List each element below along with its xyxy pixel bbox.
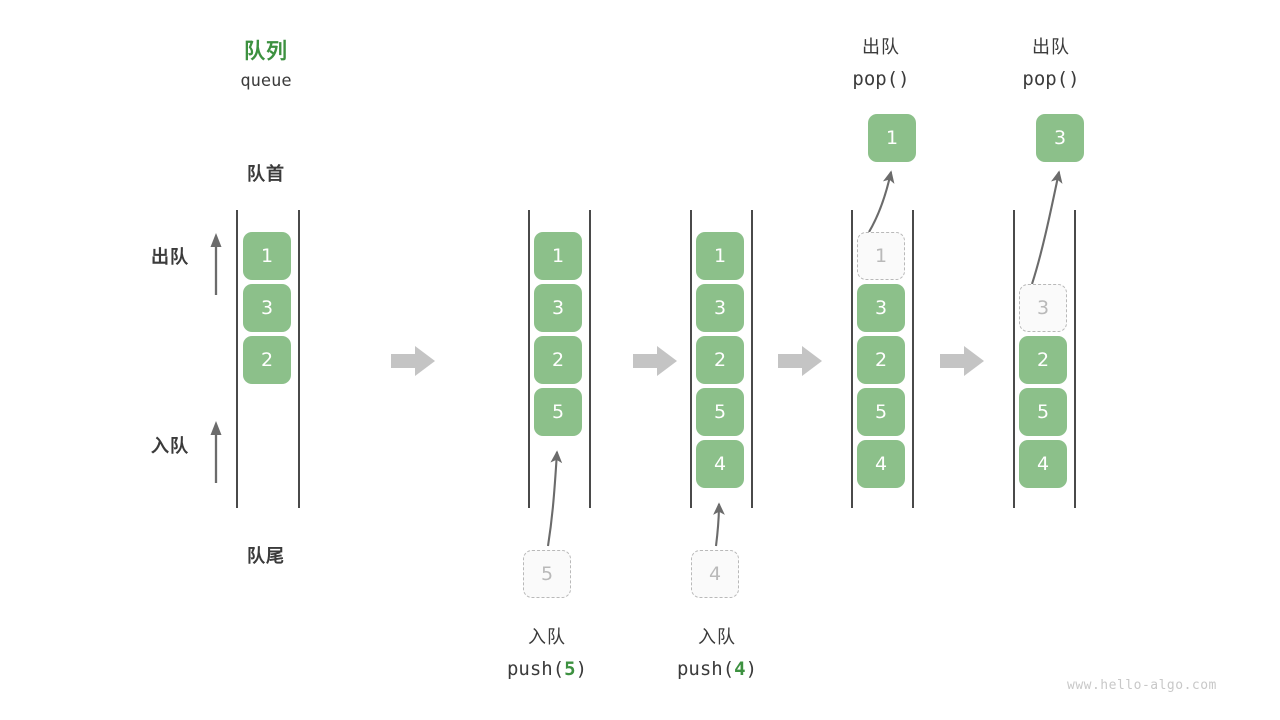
queue-slot: 4 — [1019, 440, 1067, 488]
queue-slot: 2 — [534, 336, 582, 384]
queue-slot: 4 — [857, 440, 905, 488]
push-5-code-text: push( — [506, 658, 565, 680]
push-5-arrow — [546, 450, 563, 547]
enqueue-direction-arrow — [210, 421, 222, 483]
queue-slot: 3 — [857, 284, 905, 332]
push-4-label-code: push(4) — [652, 658, 782, 680]
queue-rail-right — [298, 210, 300, 508]
watermark: www.hello-algo.com — [1067, 678, 1217, 693]
incoming-element-box: 4 — [691, 550, 739, 598]
queue-slot: 4 — [696, 440, 744, 488]
queue-slot: 2 — [696, 336, 744, 384]
queue-rail-left — [236, 210, 238, 508]
queue-rail-left — [690, 210, 692, 508]
queue-slot: 2 — [1019, 336, 1067, 384]
push-4-code-text: push( — [676, 658, 735, 680]
dequeue-label: 出队 — [151, 247, 189, 267]
queue-slot: 2 — [857, 336, 905, 384]
queue-title-cn: 队列 — [244, 40, 288, 63]
queue-slot: 5 — [534, 388, 582, 436]
queue-slot: 3 — [243, 284, 291, 332]
queue-rail-right — [751, 210, 753, 508]
queue-slot: 5 — [857, 388, 905, 436]
flow-arrow-icon — [633, 346, 677, 376]
queue-rail-right — [589, 210, 591, 508]
pop-1-label-code: pop() — [852, 68, 910, 90]
flow-arrow-icon — [778, 346, 822, 376]
queue-head-label: 队首 — [247, 164, 285, 184]
pop-1-label-cn: 出队 — [862, 37, 900, 57]
queue-slot: 1 — [534, 232, 582, 280]
push-4-code-close: ) — [745, 658, 758, 680]
dequeue-direction-arrow — [210, 233, 222, 295]
push-5-code-close: ) — [575, 658, 588, 680]
flow-arrow-icon — [940, 346, 984, 376]
pop-3-arrow — [1031, 170, 1063, 285]
flow-arrow-icon — [391, 346, 435, 376]
queue-tail-label: 队尾 — [247, 546, 285, 566]
queue-slot: 1 — [696, 232, 744, 280]
queue-slot: 5 — [696, 388, 744, 436]
push-5-label-cn: 入队 — [528, 627, 566, 647]
push-4-arrow — [713, 502, 725, 547]
queue-rail-left — [1013, 210, 1015, 508]
push-4-code-arg: 4 — [734, 658, 746, 680]
pop-3-label-code: pop() — [1022, 68, 1080, 90]
queue-slot: 3 — [696, 284, 744, 332]
queue-slot: 1 — [857, 232, 905, 280]
queue-slot: 3 — [534, 284, 582, 332]
push-5-code-arg: 5 — [564, 658, 576, 680]
popped-element-box: 3 — [1036, 114, 1084, 162]
popped-element-box: 1 — [868, 114, 916, 162]
queue-slot: 3 — [1019, 284, 1067, 332]
enqueue-label: 入队 — [151, 436, 189, 456]
queue-slot: 2 — [243, 336, 291, 384]
queue-title-en: queue — [240, 71, 292, 91]
queue-rail-right — [912, 210, 914, 508]
queue-slot: 1 — [243, 232, 291, 280]
queue-rail-left — [528, 210, 530, 508]
incoming-element-box: 5 — [523, 550, 571, 598]
pop-3-label-cn: 出队 — [1032, 37, 1070, 57]
push-4-label-cn: 入队 — [698, 627, 736, 647]
queue-rail-left — [851, 210, 853, 508]
queue-rail-right — [1074, 210, 1076, 508]
queue-slot: 5 — [1019, 388, 1067, 436]
push-5-label-code: push(5) — [482, 658, 612, 680]
pop-1-arrow — [868, 170, 895, 233]
